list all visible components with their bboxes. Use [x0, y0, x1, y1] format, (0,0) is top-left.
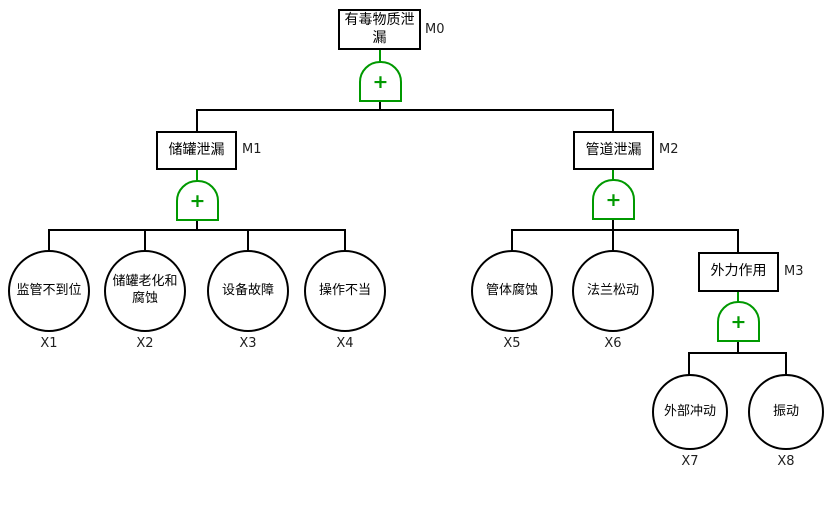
basic-event-circle-x4: 操作不当	[304, 250, 386, 332]
intermediate-event-label: 外力作用	[710, 263, 767, 280]
tag-m2: M2	[659, 142, 679, 157]
or-gate-plus-icon: +	[372, 71, 389, 93]
tag-x5: X5	[503, 336, 521, 351]
basic-event-label: 操作不当	[318, 282, 371, 298]
tag-m3: M3	[784, 264, 804, 279]
tag-x4: X4	[336, 336, 354, 351]
intermediate-event-label: 管道泄漏	[585, 141, 642, 158]
or-gate-plus-icon: +	[189, 190, 206, 212]
tag-m1: M1	[242, 142, 262, 157]
basic-event-circle-x1: 监管不到位	[8, 250, 90, 332]
basic-event-circle-x2: 储罐老化和腐蚀	[104, 250, 186, 332]
basic-event-circle-x3: 设备故障	[207, 250, 289, 332]
basic-event-label: 储罐老化和腐蚀	[112, 274, 178, 306]
basic-event-label: 法兰松动	[586, 282, 639, 298]
or-gate-m1: +	[176, 180, 219, 221]
basic-event-circle-x6: 法兰松动	[572, 250, 654, 332]
tag-x1: X1	[40, 336, 58, 351]
tag-m0: M0	[425, 22, 445, 37]
basic-event-circle-x8: 振动	[748, 374, 824, 450]
or-gate-m2: +	[592, 179, 635, 220]
or-gate-m3: +	[717, 301, 760, 342]
basic-event-label: 振动	[772, 403, 799, 419]
tag-x3: X3	[239, 336, 257, 351]
intermediate-event-box-m3: 外力作用	[698, 252, 779, 292]
intermediate-event-label: 储罐泄漏	[168, 141, 225, 158]
or-gate-m0: +	[359, 61, 402, 102]
basic-event-label: 设备故障	[221, 282, 274, 298]
tag-x2: X2	[136, 336, 154, 351]
basic-event-label: 管体腐蚀	[485, 282, 538, 298]
or-gate-plus-icon: +	[605, 189, 622, 211]
or-gate-plus-icon: +	[730, 311, 747, 333]
intermediate-event-box-m1: 储罐泄漏	[156, 131, 237, 170]
basic-event-label: 监管不到位	[16, 282, 82, 298]
top-event-box-m0: 有毒物质泄漏	[338, 9, 421, 50]
tag-x7: X7	[681, 454, 699, 469]
basic-event-label: 外部冲动	[663, 403, 716, 419]
basic-event-circle-x5: 管体腐蚀	[471, 250, 553, 332]
basic-event-circle-x7: 外部冲动	[652, 374, 728, 450]
top-event-label: 有毒物质泄漏	[344, 12, 415, 46]
tag-x8: X8	[777, 454, 795, 469]
tag-x6: X6	[604, 336, 622, 351]
intermediate-event-box-m2: 管道泄漏	[573, 131, 654, 170]
